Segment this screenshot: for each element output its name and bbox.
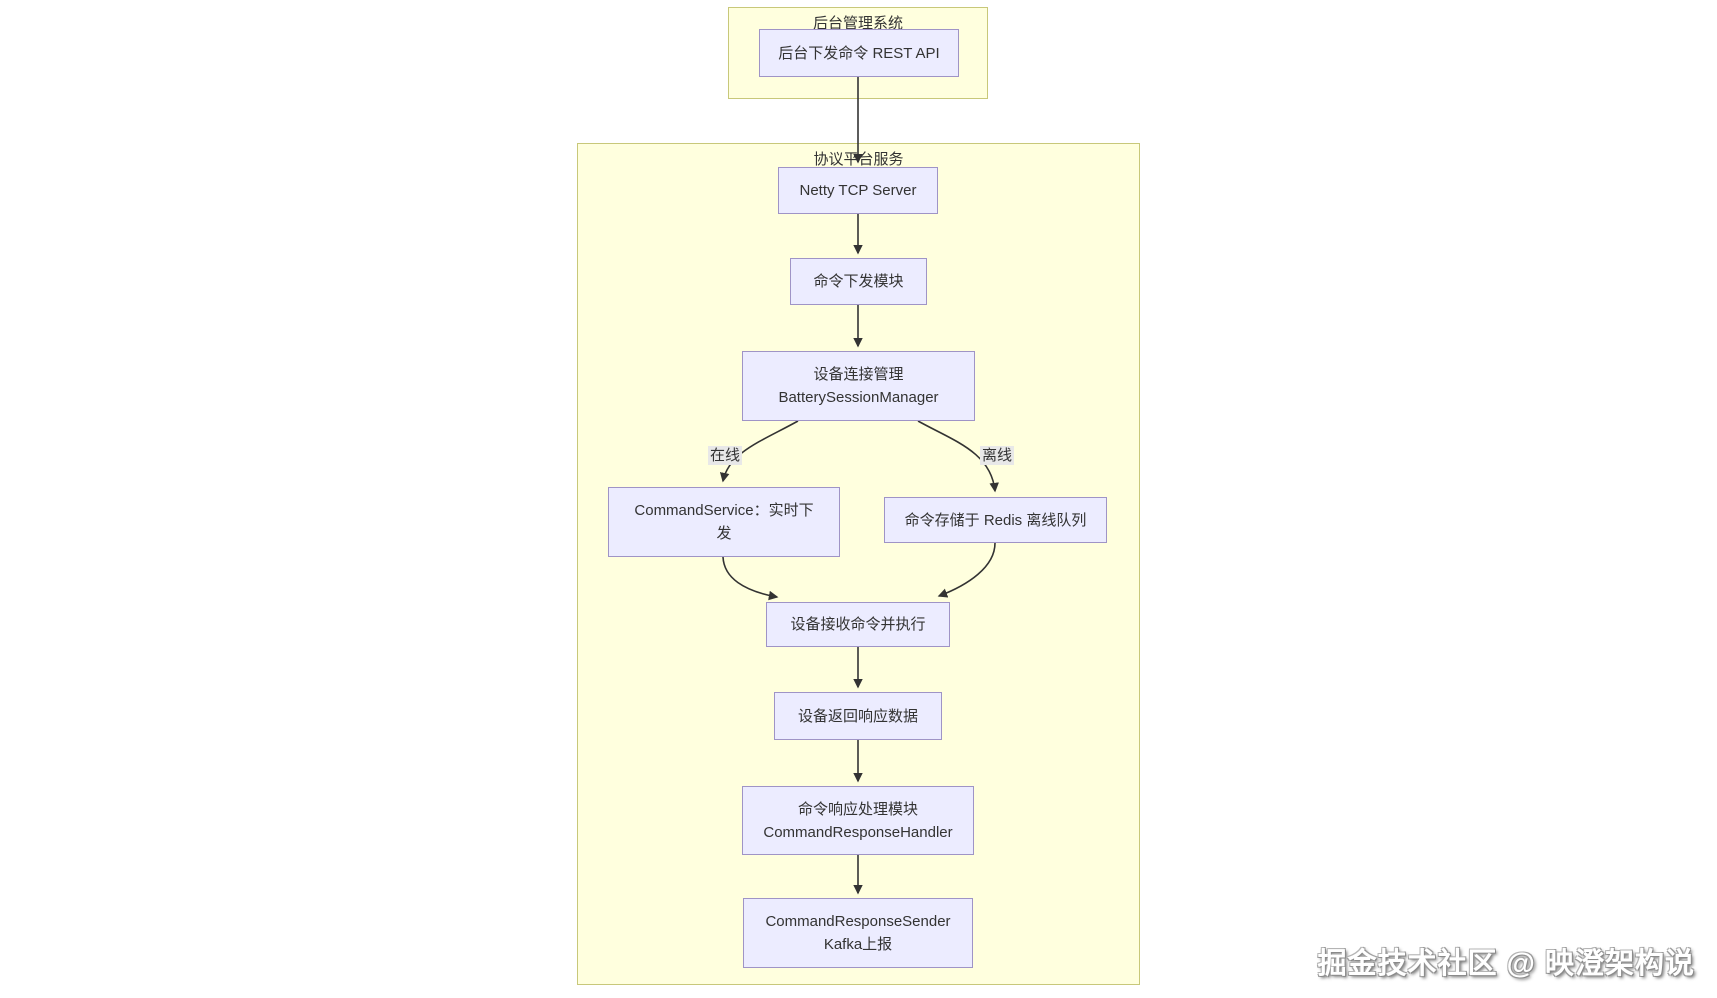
node-backend-rest-api-label: 后台下发命令 REST API xyxy=(778,44,940,62)
node-command-response-sender-label-2: Kafka上报 xyxy=(823,936,893,953)
node-netty-tcp-server: Netty TCP Server xyxy=(778,167,938,214)
node-command-response-handler-label-2: CommandResponseHandler xyxy=(763,823,953,841)
node-redis-offline-queue-label: 命令存储于 Redis 离线队列 xyxy=(904,511,1087,529)
node-device-response-label: 设备返回响应数据 xyxy=(797,707,918,725)
node-battery-session-manager: 设备连接管理 BatterySessionManager xyxy=(742,351,975,421)
node-command-service-label: CommandService：实时下发 xyxy=(634,502,814,542)
node-battery-session-manager-label-1: 设备连接管理 xyxy=(813,366,904,383)
node-command-response-handler-label-1: 命令响应处理模块 xyxy=(797,800,918,818)
node-command-response-sender: CommandResponseSender Kafka上报 xyxy=(743,898,973,968)
node-battery-session-manager-label-2: BatterySessionManager xyxy=(778,389,939,406)
subgraph-admin-title: 后台管理系统 xyxy=(812,15,903,32)
node-command-service: CommandService：实时下发 xyxy=(608,487,840,557)
node-device-execute: 设备接收命令并执行 xyxy=(766,602,950,647)
node-device-response: 设备返回响应数据 xyxy=(774,692,942,740)
watermark: 掘金技术社区 @ 映澄架构说 xyxy=(1317,948,1695,980)
subgraph-platform-title: 协议平台服务 xyxy=(813,151,904,168)
edge-label-offline: 离线 xyxy=(980,446,1015,465)
node-command-dispatch-module-label: 命令下发模块 xyxy=(813,273,904,290)
node-redis-offline-queue: 命令存储于 Redis 离线队列 xyxy=(884,497,1107,543)
edge-label-online: 在线 xyxy=(708,446,743,465)
node-backend-rest-api: 后台下发命令 REST API xyxy=(759,29,959,77)
node-command-dispatch-module: 命令下发模块 xyxy=(790,258,927,305)
node-command-response-sender-label-1: CommandResponseSender xyxy=(765,913,951,930)
node-device-execute-label: 设备接收命令并执行 xyxy=(790,616,926,633)
node-netty-tcp-server-label: Netty TCP Server xyxy=(799,182,917,199)
node-command-response-handler: 命令响应处理模块 CommandResponseHandler xyxy=(742,786,974,855)
